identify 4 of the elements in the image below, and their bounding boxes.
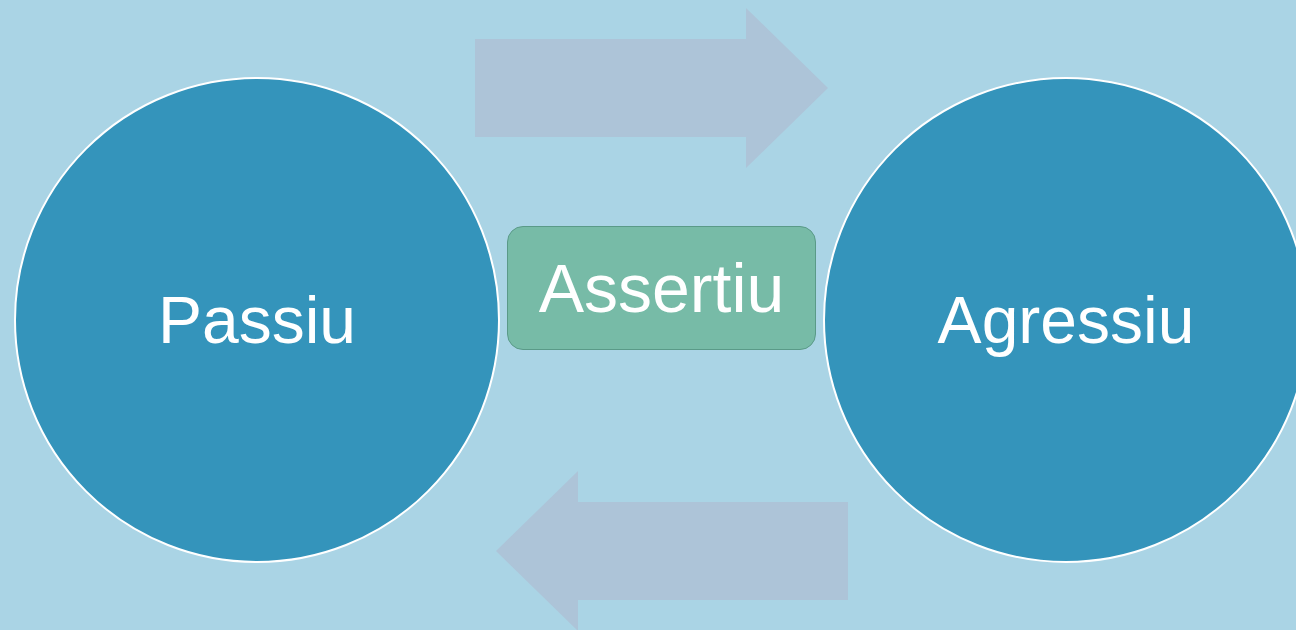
node-label: Assertiu — [538, 249, 785, 327]
rounded-box — [507, 226, 816, 350]
node-label: Agressiu — [937, 282, 1195, 358]
node-label: Passiu — [157, 282, 357, 358]
